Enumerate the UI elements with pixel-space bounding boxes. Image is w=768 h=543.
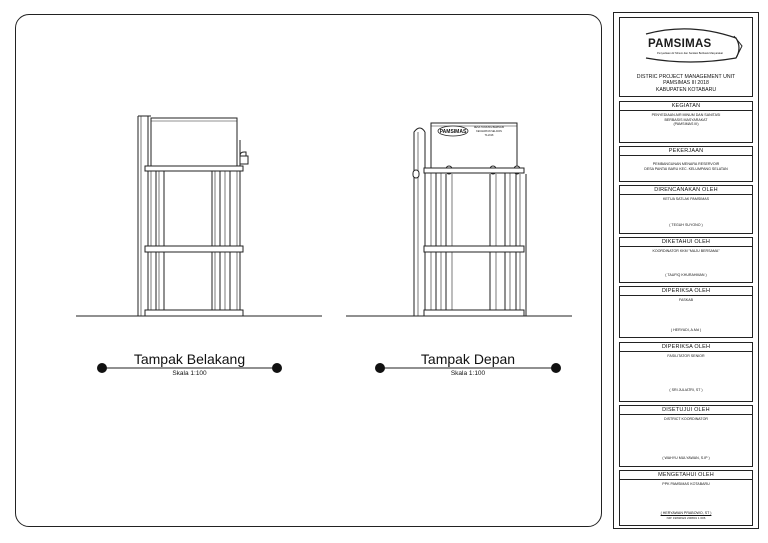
signage-line-3: TA 2018 xyxy=(485,134,494,137)
front-view-title: Tampak Depan xyxy=(420,351,516,367)
direncanakan-box: DIRENCANAKAN OLEH KETUA SATLAK PAMSIMAS … xyxy=(619,185,753,234)
direncanakan-name: ( TEGUH SUYONO ) xyxy=(669,223,703,227)
direncanakan-role: KETUA SATLAK PAMSIMAS xyxy=(663,197,709,201)
logo-panel: PAMSIMAS Penyediaan Air Minum dan Sanita… xyxy=(619,17,753,97)
disetujui-name: ( WAHYU MULYAWAN, S.IP ) xyxy=(662,456,710,460)
logo-tagline: Penyediaan Air Minum dan Sanitasi Berbas… xyxy=(657,52,723,55)
back-view-title: Tampak Belakang xyxy=(133,351,246,367)
unit-line-2: PAMSIMAS III 2018 xyxy=(663,80,709,87)
diketahui-role: KOORDINATOR KKM "MAJU BERSAMA" xyxy=(652,249,720,253)
pekerjaan-head: PEKERJAAN xyxy=(620,147,752,156)
back-title-line xyxy=(97,363,282,373)
diperiksa-faskab-role: FASKAB xyxy=(679,298,693,302)
kegiatan-body: PENYEDIAAN AIR MINUM DAN SANITASI BERBAS… xyxy=(620,111,752,127)
direncanakan-head: DIRENCANAKAN OLEH xyxy=(620,186,752,195)
signage-line-1: DESA TANJUNG BERINGIN xyxy=(474,126,505,129)
disetujui-role: DISTRICT KOORDINATOR xyxy=(664,417,708,421)
back-view-scale: Skala 1:100 xyxy=(172,370,207,377)
diperiksa-faskab-name: ( HERYADI, A.Md ) xyxy=(670,328,702,332)
diperiksa-faskab-head: DIPERIKSA OLEH xyxy=(620,287,752,296)
mengetahui-nip: NIP. 19840924 200801 1 006 xyxy=(666,516,706,520)
diperiksa-senior-box: DIPERIKSA OLEH FASILITATOR SENIOR ( SRI … xyxy=(619,342,753,402)
diketahui-box: DIKETAHUI OLEH KOORDINATOR KKM "MAJU BER… xyxy=(619,237,753,283)
kegiatan-line-3: (PAMSIMAS III) xyxy=(673,122,699,127)
kegiatan-line-2: BERBASIS MASYARAKAT xyxy=(664,117,708,122)
project-unit: DISTRIC PROJECT MANAGEMENT UNIT PAMSIMAS… xyxy=(620,74,752,93)
signage-brand: PAMSIMAS xyxy=(440,129,467,135)
disetujui-head: DISETUJUI OLEH xyxy=(620,406,752,415)
diketahui-head: DIKETAHUI OLEH xyxy=(620,238,752,247)
mengetahui-name: ( HERYAWAN PRABOWO, ST ) xyxy=(660,511,712,515)
tank-signage: PAMSIMAS DESA TANJUNG BERINGIN KECAMATAN… xyxy=(437,125,505,137)
mengetahui-box: MENGETAHUI OLEH PPK PAMSIMAS KOTABARU ( … xyxy=(619,470,753,526)
diperiksa-senior-role: FASILITATOR SENIOR xyxy=(667,354,705,358)
title-block: PAMSIMAS Penyediaan Air Minum dan Sanita… xyxy=(613,12,759,529)
front-title-line xyxy=(375,363,561,373)
pekerjaan-line-1: PEMBANGUNAN MENARA RESERVOIR xyxy=(652,162,720,166)
diperiksa-faskab-box: DIPERIKSA OLEH FASKAB ( HERYADI, A.Md ) xyxy=(619,286,753,338)
mengetahui-head: MENGETAHUI OLEH xyxy=(620,471,752,480)
disetujui-box: DISETUJUI OLEH DISTRICT KOORDINATOR ( WA… xyxy=(619,405,753,467)
pekerjaan-box: PEKERJAAN PEMBANGUNAN MENARA RESERVOIR D… xyxy=(619,146,753,182)
drawing-frame xyxy=(15,14,602,527)
diperiksa-senior-head: DIPERIKSA OLEH xyxy=(620,343,752,352)
pekerjaan-body: PEMBANGUNAN MENARA RESERVOIR DESA PANTAI… xyxy=(620,156,752,171)
mengetahui-role: PPK PAMSIMAS KOTABARU xyxy=(662,482,710,486)
unit-line-1: DISTRIC PROJECT MANAGEMENT UNIT xyxy=(636,74,736,80)
unit-line-3: KABUPATEN KOTABARU xyxy=(655,86,717,93)
signage-line-2: KECAMATAN SELATAN xyxy=(476,130,502,133)
front-elevation xyxy=(346,122,572,317)
diperiksa-senior-name: ( SRI JULIATRI, ST ) xyxy=(669,388,703,392)
front-view-scale: Skala 1:100 xyxy=(450,370,486,377)
diketahui-name: ( TAUFIQ KHURAHMAN ) xyxy=(665,273,707,277)
pekerjaan-line-2: DESA PANTAI BARU KEC. KELUMPANG SELATAN xyxy=(644,166,728,171)
logo-brand: PAMSIMAS xyxy=(648,38,712,50)
kegiatan-box: KEGIATAN PENYEDIAAN AIR MINUM DAN SANITA… xyxy=(619,101,753,143)
kegiatan-line-1: PENYEDIAAN AIR MINUM DAN SANITASI xyxy=(651,113,721,117)
pamsimas-logo-icon xyxy=(645,28,743,63)
back-elevation xyxy=(76,115,322,317)
kegiatan-head: KEGIATAN xyxy=(620,102,752,111)
